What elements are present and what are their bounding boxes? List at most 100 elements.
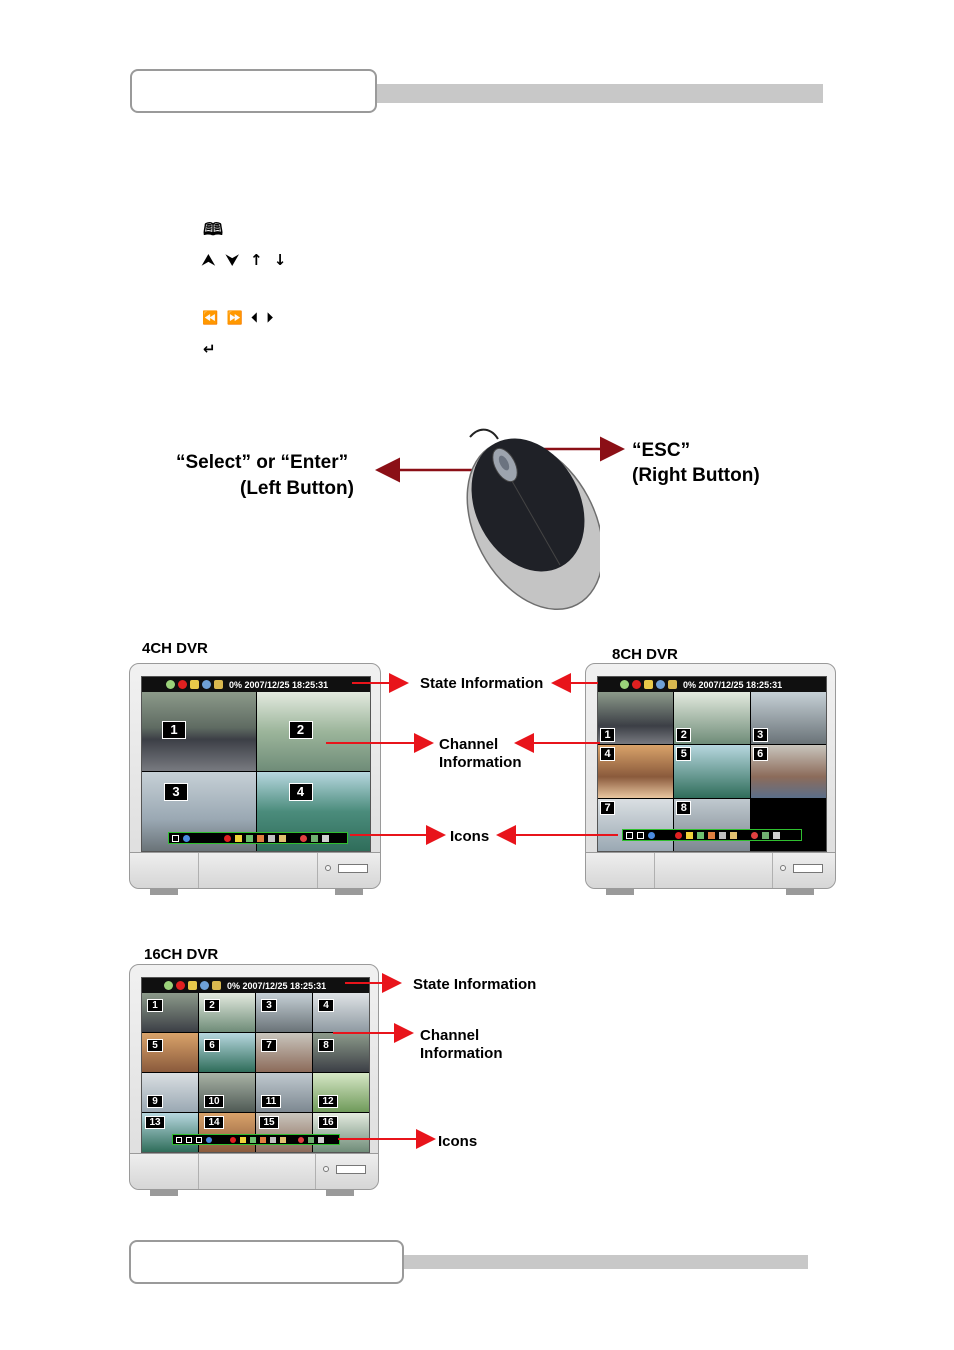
audio-icon[interactable]: [300, 834, 307, 842]
split-icon[interactable]: [176, 1136, 182, 1143]
channel-cell[interactable]: 2: [199, 993, 255, 1032]
record-icon[interactable]: [224, 834, 231, 842]
dvr4-title: 4CH DVR: [142, 640, 208, 657]
ptz-icon[interactable]: [648, 831, 655, 839]
dvr8-screen: 0% 2007/12/25 18:25:31 1 2 3 4 5 6 7 8: [597, 676, 827, 852]
hdd-icon: [214, 680, 223, 689]
record-icon: [176, 981, 185, 990]
dvr8-title: 8CH DVR: [612, 646, 678, 663]
search-icon[interactable]: [246, 834, 253, 842]
channel-number: 10: [204, 1095, 224, 1108]
record-icon[interactable]: [675, 831, 682, 839]
channel-number: 7: [600, 800, 615, 815]
backup-icon[interactable]: [708, 831, 715, 839]
channel-cell[interactable]: 13: [142, 1113, 198, 1152]
split-icon[interactable]: [186, 1136, 192, 1143]
playback-icon[interactable]: [686, 831, 693, 839]
channel-cell[interactable]: 10: [199, 1073, 255, 1112]
channel-cell[interactable]: 8: [674, 798, 750, 851]
record-icon[interactable]: [230, 1136, 236, 1143]
channel-cell[interactable]: 7: [256, 1033, 312, 1072]
playback-icon[interactable]: [240, 1136, 246, 1143]
info-icon[interactable]: [773, 831, 780, 839]
channel-cell[interactable]: 12: [313, 1073, 369, 1112]
channel-number: 5: [147, 1039, 163, 1052]
left-button-label: “Select” or “Enter”: [176, 452, 349, 473]
channel-cell[interactable]: 16: [313, 1113, 369, 1152]
enter-icon: ↵: [203, 340, 216, 358]
channel-cell[interactable]: 15: [256, 1113, 312, 1152]
channel-cell[interactable]: 4: [598, 745, 674, 798]
network-icon: [188, 981, 197, 990]
channel-number: 6: [204, 1039, 220, 1052]
setup-icon[interactable]: [268, 834, 275, 842]
backup-icon[interactable]: [257, 834, 264, 842]
state-information-label: State Information: [420, 675, 544, 692]
channel-information-label: Channel: [439, 736, 499, 753]
channel-information-caption: Information: [420, 1045, 503, 1062]
channel-cell[interactable]: 6: [750, 745, 826, 798]
hdd-icon: [668, 680, 677, 689]
lock-icon[interactable]: [279, 834, 286, 842]
channel-cell[interactable]: 3: [256, 993, 312, 1032]
ptz-icon[interactable]: [206, 1136, 212, 1143]
channel-cell[interactable]: 7: [598, 798, 674, 851]
channel-number: 1: [600, 728, 615, 743]
channel-cell[interactable]: 1: [598, 692, 674, 745]
zoom-icon[interactable]: [311, 834, 318, 842]
channel-number: 4: [600, 747, 615, 762]
channel-number: 7: [261, 1039, 277, 1052]
channel-information-caption: Information: [439, 754, 522, 771]
channel-cell[interactable]: 5: [142, 1033, 198, 1072]
lock-icon[interactable]: [280, 1136, 286, 1143]
channel-cell[interactable]: 1: [142, 993, 198, 1032]
icons-label: Icons: [438, 1133, 478, 1150]
setup-icon[interactable]: [719, 831, 726, 839]
split-icon[interactable]: [626, 831, 633, 839]
info-icon[interactable]: [322, 834, 329, 842]
monitor-base: [586, 852, 835, 888]
backup-icon[interactable]: [260, 1136, 266, 1143]
split-icon[interactable]: [637, 831, 644, 839]
info-icon[interactable]: [318, 1136, 324, 1143]
channel-number: 2: [288, 721, 313, 739]
channel-cell[interactable]: 3: [750, 692, 826, 745]
split-icon[interactable]: [196, 1136, 202, 1143]
audio-icon[interactable]: [298, 1136, 304, 1143]
search-icon[interactable]: [250, 1136, 256, 1143]
dvr4-icon-bar: [168, 832, 348, 844]
channel-number: 8: [676, 800, 692, 815]
channel-cell[interactable]: 11: [256, 1073, 312, 1112]
channel-cell[interactable]: 1: [142, 692, 256, 771]
channel-number: 6: [752, 747, 768, 762]
header-rule: [377, 84, 823, 103]
audio-icon[interactable]: [751, 831, 758, 839]
header-tab: [130, 69, 377, 113]
dvr16-state-bar: 0% 2007/12/25 18:25:31: [142, 978, 369, 993]
channel-cell[interactable]: 9: [142, 1073, 198, 1112]
lock-icon[interactable]: [730, 831, 737, 839]
channel-number: 2: [676, 728, 692, 743]
dvr16-icon-bar: [172, 1134, 340, 1145]
playback-icon[interactable]: [235, 834, 242, 842]
channel-cell[interactable]: 4: [313, 993, 369, 1032]
channel-cell[interactable]: 2: [256, 692, 370, 771]
channel-cell[interactable]: 5: [674, 745, 750, 798]
zoom-icon[interactable]: [308, 1136, 314, 1143]
setup-icon[interactable]: [270, 1136, 276, 1143]
channel-number: 5: [676, 747, 692, 762]
channel-cell[interactable]: 14: [199, 1113, 255, 1152]
zoom-icon[interactable]: [762, 831, 769, 839]
channel-cell[interactable]: 6: [199, 1033, 255, 1072]
dvr16-state-text: 0% 2007/12/25 18:25:31: [227, 980, 327, 991]
ptz-icon[interactable]: [183, 834, 190, 842]
dvr16-monitor: 0% 2007/12/25 18:25:31 1 2 3 4 5 6 7 8 9…: [129, 964, 379, 1196]
split-icon[interactable]: [172, 834, 179, 842]
record-icon: [632, 680, 641, 689]
channel-cell[interactable]: 8: [313, 1033, 369, 1072]
channel-cell[interactable]: 2: [674, 692, 750, 745]
channel-number: 1: [162, 721, 186, 739]
hdd-icon: [212, 981, 221, 990]
network-icon: [644, 680, 653, 689]
search-icon[interactable]: [697, 831, 704, 839]
